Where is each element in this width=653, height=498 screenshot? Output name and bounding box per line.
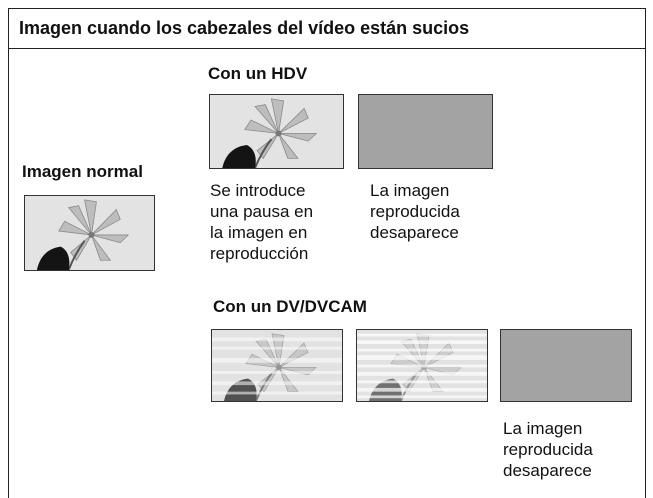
- caption-line: Se introduce: [210, 181, 306, 200]
- hdv-blank-screen-icon: [358, 94, 493, 169]
- caption-line: La imagen: [370, 181, 450, 200]
- caption-line: reproducción: [210, 244, 309, 263]
- dv-blank-caption: La imagen reproducida desaparece: [503, 418, 593, 481]
- caption-line: una pausa en: [210, 202, 314, 221]
- hdv-paused-caption: Se introduce una pausa en la imagen en r…: [210, 180, 313, 264]
- dv-blank-screen-icon: [500, 329, 632, 402]
- normal-flower-photo-icon: [24, 195, 155, 271]
- caption-line: desaparece: [370, 223, 459, 242]
- caption-line: desaparece: [503, 461, 592, 480]
- caption-line: La imagen: [503, 419, 583, 438]
- header-divider: [8, 48, 646, 49]
- dv-noisier-flower-photo-icon: [356, 329, 488, 402]
- hdv-blank-caption: La imagen reproducida desaparece: [370, 180, 460, 243]
- normal-image-label: Imagen normal: [22, 162, 143, 181]
- dv-noisy-flower-photo-icon: [211, 329, 343, 402]
- caption-line: la imagen en: [210, 223, 308, 242]
- hdv-paused-flower-photo-icon: [209, 94, 344, 169]
- dv-label: Con un DV/DVCAM: [213, 297, 367, 316]
- caption-line: reproducida: [370, 202, 460, 221]
- hdv-label: Con un HDV: [208, 64, 308, 83]
- figure-frame: [8, 8, 646, 498]
- figure-title: Imagen cuando los cabezales del vídeo es…: [19, 18, 470, 38]
- caption-line: reproducida: [503, 440, 593, 459]
